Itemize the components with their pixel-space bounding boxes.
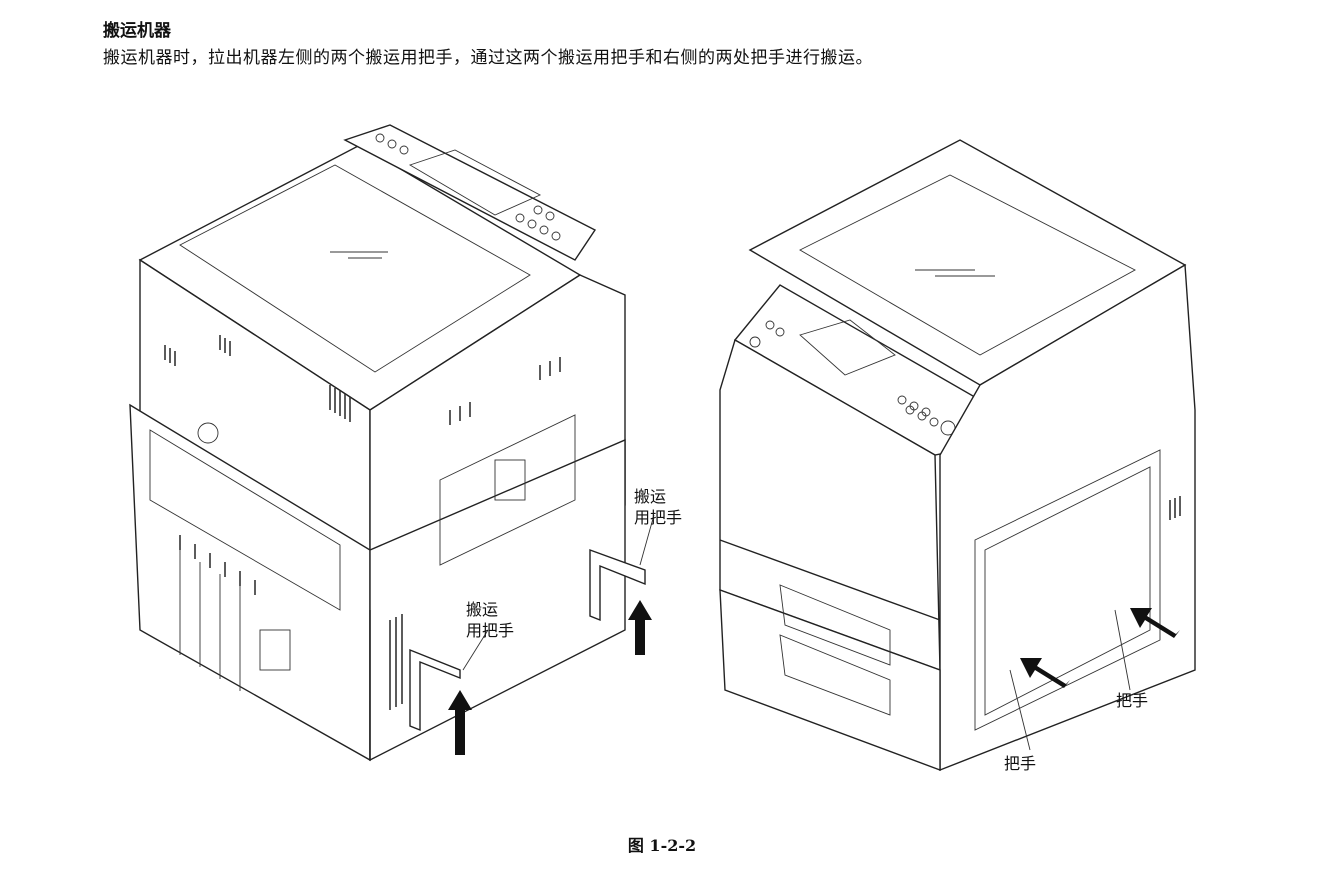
copier-transport-illustration [129,124,1196,772]
section-body-text: 搬运机器时，拉出机器左侧的两个搬运用把手，通过这两个搬运用把手和右侧的两处把手进… [103,48,873,68]
carry-handle-label-upper: 搬运 用把手 [634,486,682,528]
figure-caption: 图 1-2-2 [627,836,697,855]
carry-handle-label-upper-line1: 搬运 [634,487,667,506]
handle-label-bottom: 把手 [1004,754,1037,773]
section-heading: 搬运机器 [103,21,171,41]
copier-front-view-drawing [719,139,1196,772]
copier-rear-view-drawing [129,124,655,762]
carry-handle-label-lower: 搬运 用把手 [466,599,514,641]
carry-handle-label-lower-line1: 搬运 [466,600,499,619]
carry-handle-label-lower-line2: 用把手 [466,621,515,640]
carry-handle-label-upper-line2: 用把手 [634,508,683,527]
handle-label-right: 把手 [1116,691,1149,710]
